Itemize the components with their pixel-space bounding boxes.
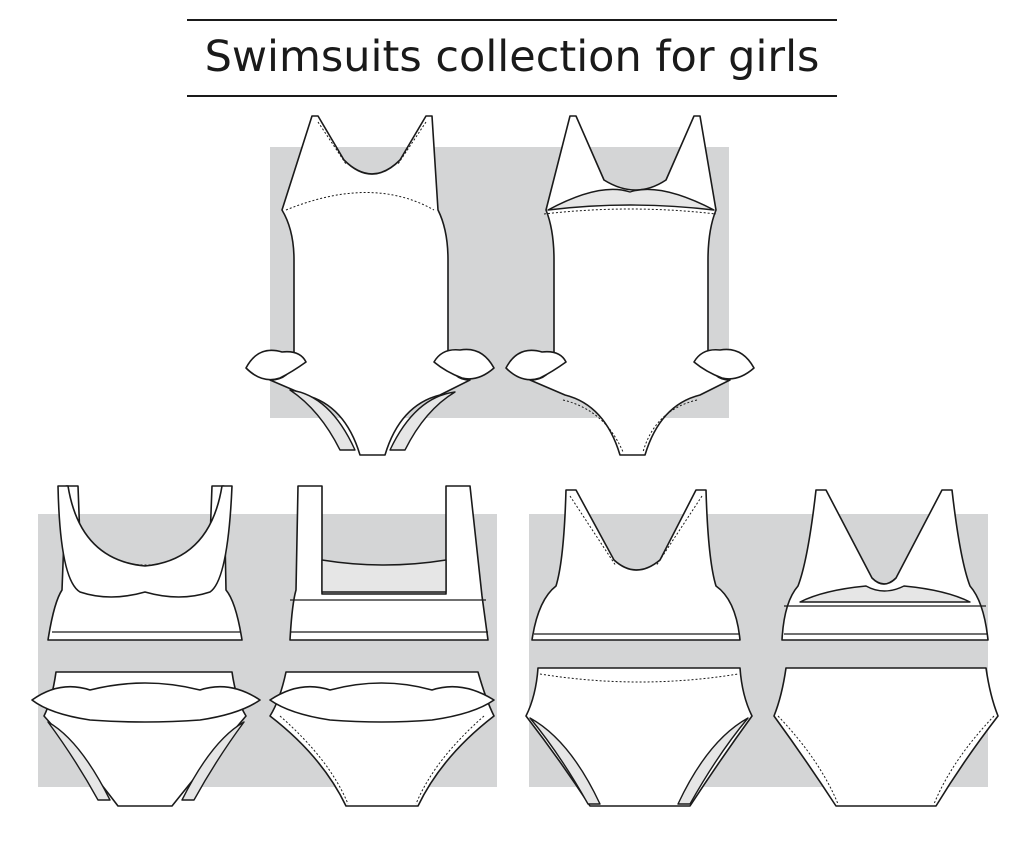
title-top-rule (187, 19, 837, 21)
one-piece-back (505, 115, 755, 456)
racerback-bikini-top-back (781, 489, 989, 641)
ruffle-bikini-bottom-back (269, 671, 495, 807)
title-block: Swimsuits collection for girls (187, 19, 837, 98)
ruffle-bikini-top-front (47, 485, 243, 641)
title-bottom-rule (187, 95, 837, 97)
racerback-bikini-top-front (531, 489, 741, 641)
page-title: Swimsuits collection for girls (204, 32, 820, 82)
racerback-bikini-bottom-front (525, 667, 753, 807)
racerback-bikini-bottom-back (773, 667, 999, 807)
ruffle-bikini-bottom-front (31, 671, 261, 807)
ruffle-bikini-top-back (289, 485, 489, 641)
one-piece-front (245, 115, 495, 456)
